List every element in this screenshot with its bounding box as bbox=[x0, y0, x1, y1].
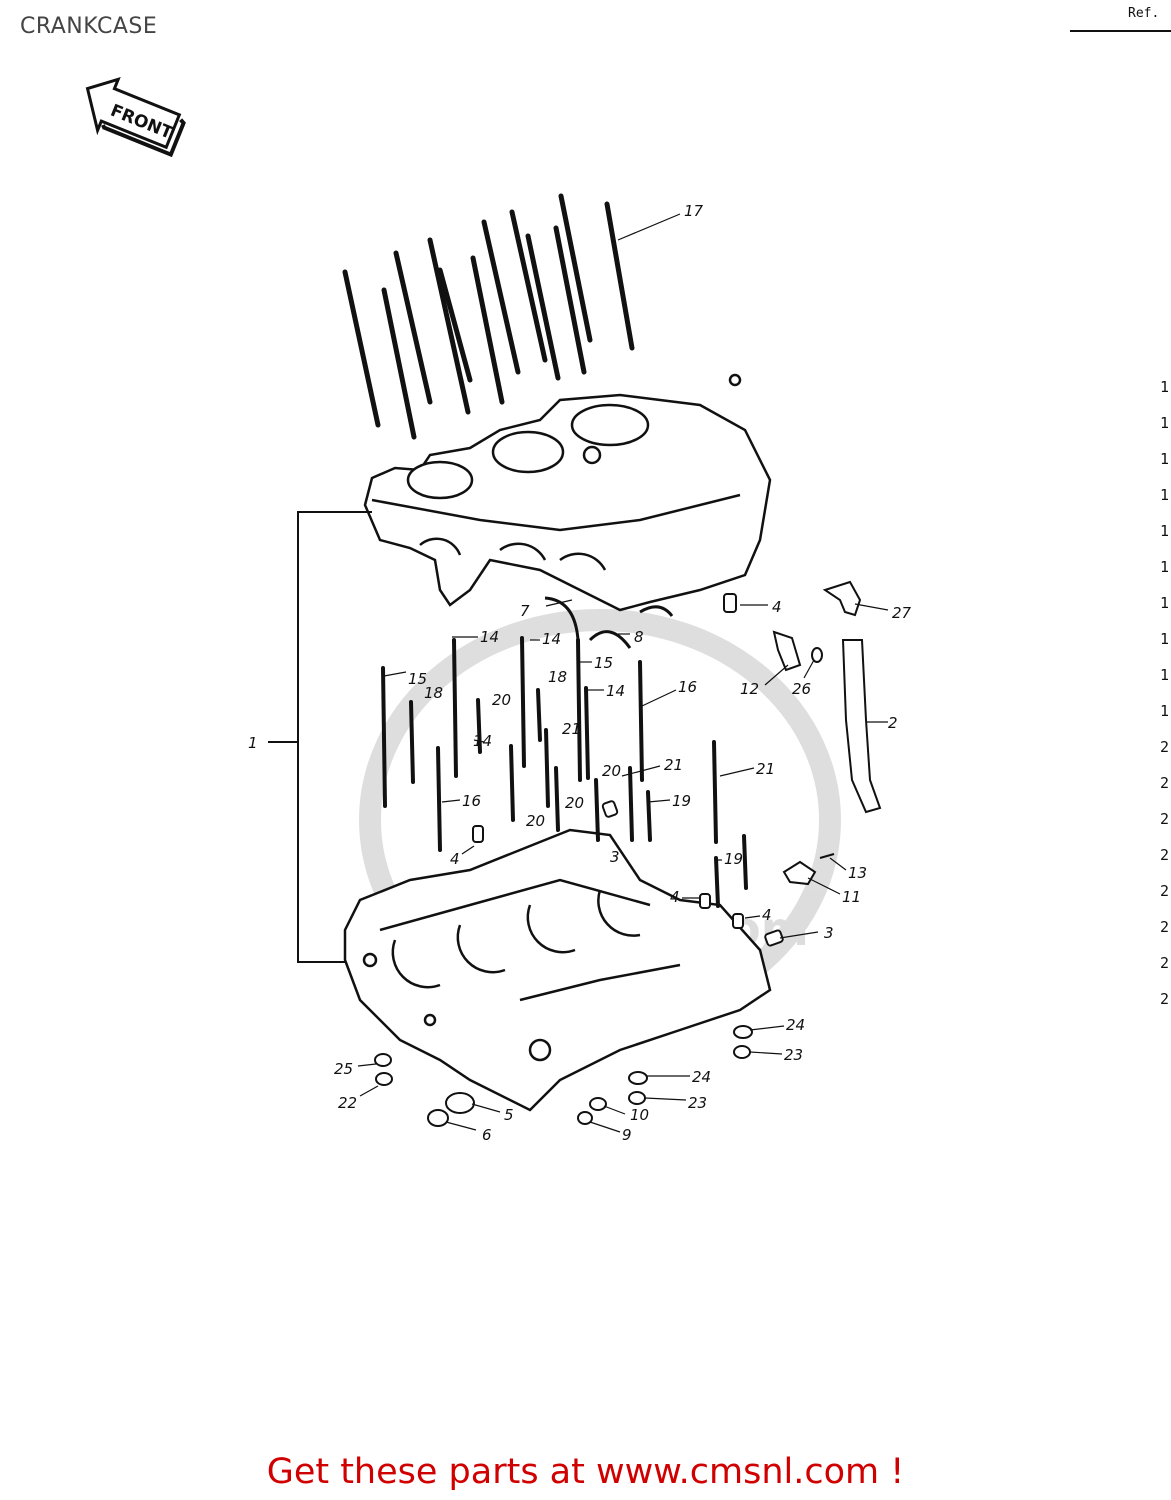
ref-number: 1 bbox=[1160, 594, 1170, 612]
callout-labels: 1 2 3 3 4 4 4 4 5 6 7 8 9 10 11 12 13 14… bbox=[248, 202, 912, 1144]
ref-number: 1 bbox=[1160, 558, 1170, 576]
callout-10: 10 bbox=[630, 1106, 649, 1124]
callout-17: 17 bbox=[684, 202, 704, 220]
callout-11: 11 bbox=[842, 888, 861, 906]
callout-24a: 24 bbox=[786, 1016, 805, 1034]
callout-21c: 21 bbox=[756, 760, 775, 778]
cylinder-studs bbox=[342, 193, 635, 440]
callout-4a: 4 bbox=[772, 598, 782, 616]
callout-7: 7 bbox=[520, 602, 530, 620]
callout-4b: 4 bbox=[450, 850, 460, 868]
callout-23b: 23 bbox=[688, 1094, 707, 1112]
callout-22: 22 bbox=[338, 1094, 357, 1112]
callout-20b: 20 bbox=[602, 762, 621, 780]
ref-number: 2 bbox=[1160, 846, 1170, 864]
callout-1: 1 bbox=[248, 734, 258, 752]
ref-underline bbox=[1070, 30, 1171, 32]
callout-14d: 14 bbox=[473, 732, 492, 750]
callout-14a: 14 bbox=[542, 630, 561, 648]
callout-14c: 14 bbox=[606, 682, 625, 700]
callout-26: 26 bbox=[792, 680, 811, 698]
callout-5: 5 bbox=[504, 1106, 514, 1124]
callout-18b: 18 bbox=[548, 668, 567, 686]
ref-number: 2 bbox=[1160, 990, 1170, 1008]
ref-number: 2 bbox=[1160, 954, 1170, 972]
ref-number: 2 bbox=[1160, 810, 1170, 828]
ref-number: 2 bbox=[1160, 774, 1170, 792]
callout-23a: 23 bbox=[784, 1046, 803, 1064]
callout-2: 2 bbox=[888, 714, 898, 732]
ref-number: 1 bbox=[1160, 522, 1170, 540]
callout-14b: 14 bbox=[480, 628, 499, 646]
callout-4c: 4 bbox=[670, 888, 680, 906]
callout-16a: 16 bbox=[678, 678, 697, 696]
callout-3b: 3 bbox=[824, 924, 834, 942]
callout-27: 27 bbox=[892, 604, 912, 622]
callout-21a: 21 bbox=[562, 720, 581, 738]
ref-number: 1 bbox=[1160, 630, 1170, 648]
callout-8: 8 bbox=[634, 628, 644, 646]
ref-number: 1 bbox=[1160, 450, 1170, 468]
ref-number: 1 bbox=[1160, 702, 1170, 720]
ref-number: 2 bbox=[1160, 918, 1170, 936]
callout-25: 25 bbox=[334, 1060, 353, 1078]
callout-12: 12 bbox=[740, 680, 759, 698]
ref-number: 2 bbox=[1160, 882, 1170, 900]
lower-crankcase bbox=[343, 828, 772, 1112]
callout-18a: 18 bbox=[424, 684, 443, 702]
ref-number: 1 bbox=[1160, 414, 1170, 432]
crankcase-studs bbox=[381, 636, 748, 908]
callout-19b: 19 bbox=[724, 850, 743, 868]
assembly-bracket bbox=[268, 511, 372, 963]
callout-20c: 20 bbox=[565, 794, 584, 812]
callout-9: 9 bbox=[622, 1126, 632, 1144]
callout-15b: 15 bbox=[594, 654, 613, 672]
callout-24b: 24 bbox=[692, 1068, 711, 1086]
front-arrow-icon: FRONT bbox=[85, 77, 186, 158]
callout-19a: 19 bbox=[672, 792, 691, 810]
callout-15a: 15 bbox=[408, 670, 427, 688]
callout-4d: 4 bbox=[762, 906, 772, 924]
leader-lines bbox=[357, 213, 889, 1133]
upper-crankcase bbox=[363, 373, 772, 612]
cta-link[interactable]: Get these parts at www.cmsnl.com ! bbox=[266, 1452, 905, 1492]
callout-16b: 16 bbox=[462, 792, 481, 810]
ref-number: 1 bbox=[1160, 486, 1170, 504]
page-title: CRANKCASE bbox=[20, 14, 158, 39]
callout-21b: 21 bbox=[664, 756, 683, 774]
ref-header: Ref. bbox=[1128, 6, 1160, 21]
ref-number: 1 bbox=[1160, 666, 1170, 684]
callout-20d: 20 bbox=[526, 812, 545, 830]
callout-3a: 3 bbox=[610, 848, 620, 866]
ref-number: 2 bbox=[1160, 738, 1170, 756]
ref-number: 1 bbox=[1160, 378, 1170, 396]
callout-20a: 20 bbox=[492, 691, 511, 709]
callout-6: 6 bbox=[482, 1126, 492, 1144]
small-parts bbox=[374, 580, 882, 1127]
callout-13: 13 bbox=[848, 864, 867, 882]
